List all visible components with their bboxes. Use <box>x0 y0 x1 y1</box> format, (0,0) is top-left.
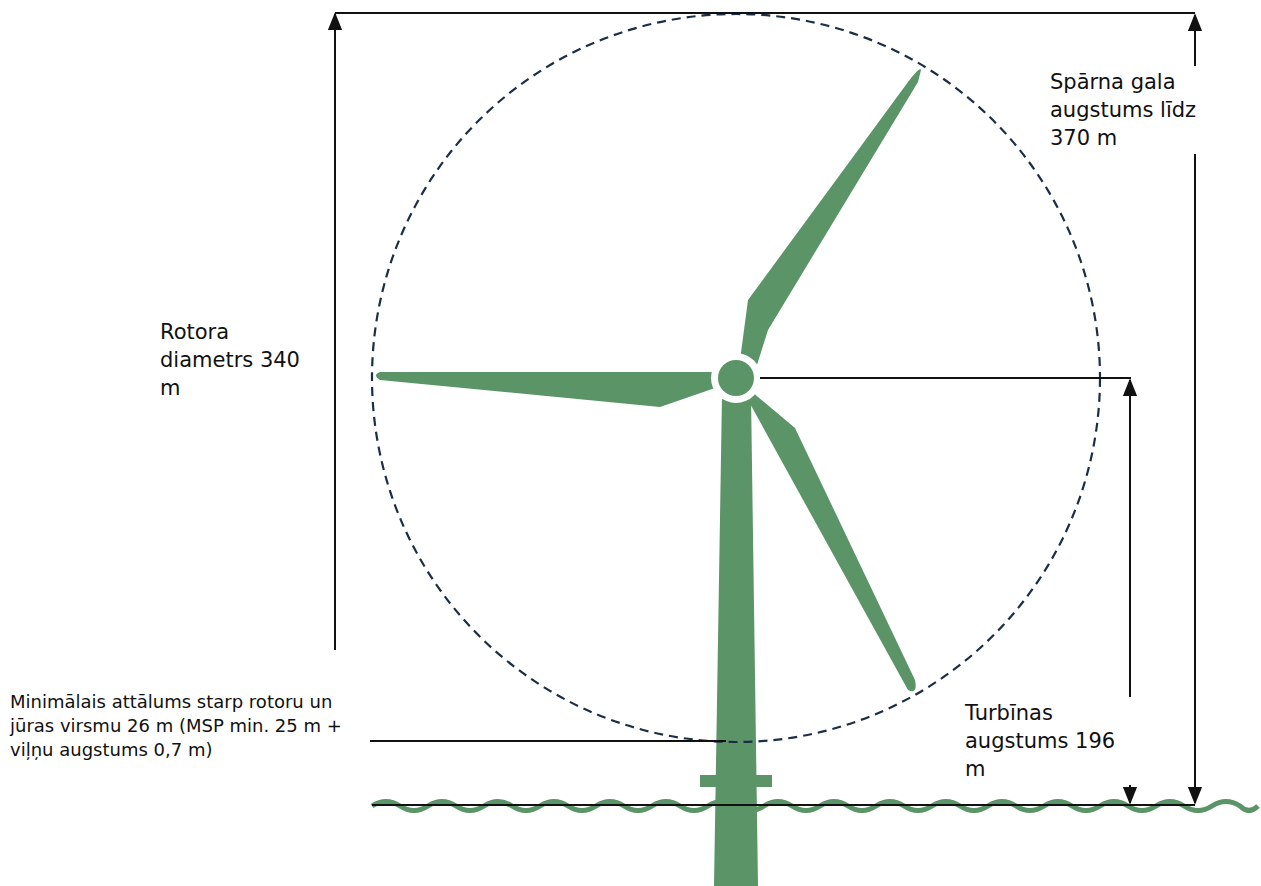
clearance-line <box>370 740 726 742</box>
rotor-diameter-label: Rotora diametrs 340 m <box>157 316 322 404</box>
blade <box>748 392 916 691</box>
hub-line <box>760 377 1131 379</box>
blade <box>740 69 921 368</box>
clearance-label: Minimālais attālums starp rotoru un jūra… <box>7 688 359 764</box>
tower-flange <box>700 775 772 787</box>
hub <box>718 360 754 396</box>
rotor-diameter-arrow <box>334 14 336 650</box>
hub-height-label: Turbīnas augstums 196 m <box>962 697 1138 785</box>
tip-height-label: Spārna gala augstums līdz 370 m <box>1047 66 1219 154</box>
sea-level-line <box>372 804 1195 806</box>
sea-waves <box>372 802 1258 811</box>
wave-line <box>372 802 1258 811</box>
top-line <box>335 12 1195 14</box>
blade <box>376 372 715 407</box>
hub-ring <box>711 353 761 403</box>
